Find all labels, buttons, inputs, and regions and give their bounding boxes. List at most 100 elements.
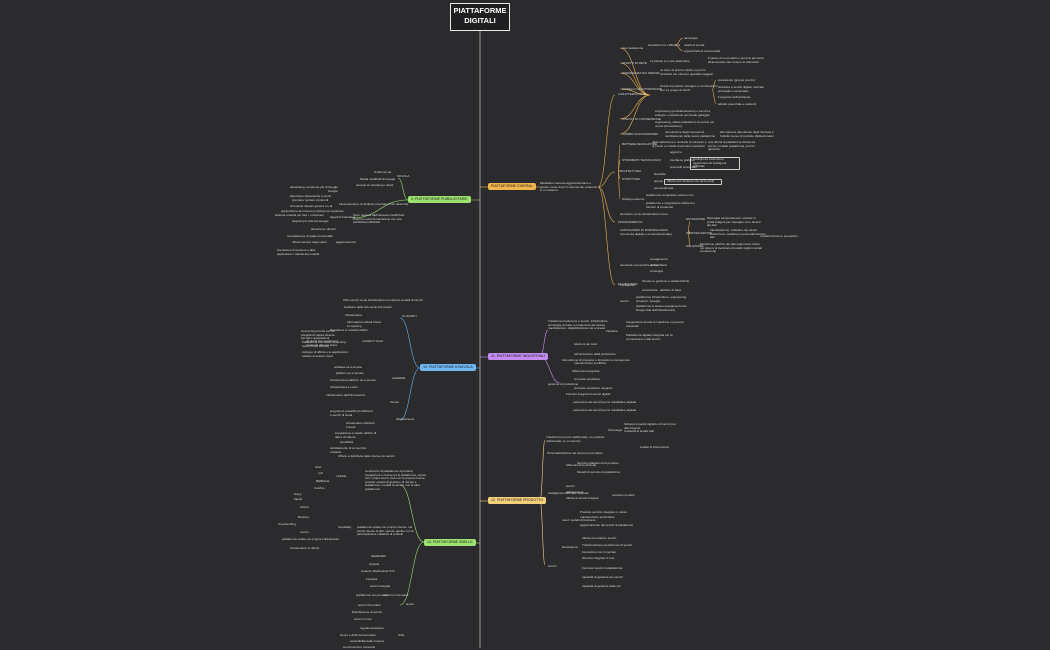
node-p9-4b[interactable]: targeting di sistema Google <box>292 219 329 223</box>
node-p12-5c[interactable]: aggiornamento dei servizi di piattaforme <box>580 523 634 527</box>
node-p12-4c[interactable]: offerte di servizi integrati <box>566 496 599 500</box>
node-c-str2[interactable]: STRUTTURA <box>622 177 641 181</box>
node-c-ab3[interactable]: una offerta di piattaforma chiusa tra pr… <box>708 140 756 152</box>
node-p10-3c[interactable]: infrastructure platform as a service <box>330 378 377 382</box>
node-p9-3d[interactable]: applicazione del consumo (attiva) per ap… <box>281 209 344 213</box>
node-p10-2c[interactable]: sviluppo di offerte e le applicazioni re… <box>302 350 348 358</box>
node-p10-1b[interactable]: Informazioni attuali Cloud Computing <box>347 320 381 328</box>
node-c-st3[interactable]: personalizzata <box>654 186 674 190</box>
node-p11-2b[interactable]: ottimizzazione della produzione <box>574 352 616 356</box>
node-p12-5a[interactable]: Prodotto servizio integrato in valore <box>580 510 628 514</box>
node-p13-5a[interactable]: servizi integrati <box>370 584 391 588</box>
node-c-f3b[interactable]: Estrazione (dell'IA) dei dati sugli uten… <box>700 242 762 254</box>
node-c-s2[interactable]: interfacce grafiche <box>670 158 695 162</box>
node-p13-3b[interactable]: piattaforme snelle con proprie infrastru… <box>282 537 340 541</box>
node-p13-5b[interactable]: piattaforme con prodotti <box>356 593 388 597</box>
node-c-svil3[interactable]: piattaforme e integrazione efficienti o … <box>646 201 695 209</box>
node-p13-2a[interactable]: Airbnb <box>300 505 309 509</box>
node-p12-6b[interactable]: Trasformazione prodotti rete di servizi <box>582 543 633 547</box>
node-c-e1[interactable]: a pagamento <box>650 257 668 261</box>
node-c-dip[interactable]: DIPENDENZA DAI SERVIZI <box>622 71 660 75</box>
node-p11-1a[interactable]: Industria <box>606 329 618 333</box>
node-p13-5e[interactable]: servizi in rete <box>354 617 372 621</box>
node-p10-2b[interactable]: gli utenti che producono contenuti dati … <box>306 339 338 347</box>
node-p10-3[interactable]: modelli IT cloud <box>362 339 383 343</box>
node-p13-4a[interactable]: TaskRabbit <box>371 554 386 558</box>
node-p12-7[interactable]: servizi <box>548 564 557 568</box>
node-p13-5c[interactable]: servizi di prodotti <box>358 603 381 607</box>
node-p10-5[interactable]: risorse <box>390 400 400 404</box>
node-p13-2c[interactable]: Couchsurfing <box>278 522 296 526</box>
node-c-fin2[interactable]: lanciatore come infrastruttura nuove <box>620 212 668 216</box>
node-p11-3d[interactable]: estensione dei servizi per la manifattur… <box>573 400 637 404</box>
node-p10-6c[interactable]: cambiamento di un servizio costante <box>330 446 367 454</box>
node-c-ab2[interactable]: della definizione e controllo di soluzio… <box>652 140 707 148</box>
topic-13-piattaforme-snelle[interactable]: 13. PIATTAFORME SNELLE <box>424 539 476 546</box>
node-p9-4a[interactable]: sistema prodotti per fare / i contenuti <box>275 213 324 217</box>
node-p13-6c[interactable]: sostenibilità delle imprese <box>350 639 385 643</box>
node-p10-6d[interactable]: Offerte e distribuite delle risorse più … <box>338 454 395 458</box>
node-p12-6a[interactable]: offerte di prodotti e servizi <box>582 536 617 540</box>
node-p13-1f[interactable]: Zipcar <box>294 497 303 501</box>
node-p13-4[interactable]: lavoro <box>406 602 415 606</box>
node-p10-desc[interactable]: Offre servizi come infrastruttura con di… <box>343 298 423 302</box>
node-c-f1b[interactable]: Raccoglie comportamenti, estratte in pro… <box>707 216 761 228</box>
node-c-vin3[interactable]: engineering, offerte piattaforme di serv… <box>655 120 715 128</box>
node-p13-6a[interactable]: regolamentazione <box>360 626 384 630</box>
node-c-e6[interactable]: attributo di base <box>660 288 682 292</box>
node-c-ab[interactable]: BATTERE REGOLATORE <box>622 142 658 146</box>
node-p13-1d[interactable]: Car2Go <box>314 486 325 490</box>
node-p9-6a[interactable]: attivazione ulteriori <box>311 227 337 231</box>
node-c-f3[interactable]: SOLUZIONE <box>686 244 704 248</box>
node-c-e2[interactable]: a rete offerta <box>650 263 667 267</box>
node-p13-desc[interactable]: evoluzione di piattaforme di prodotti, i… <box>365 469 427 491</box>
node-c-m3[interactable]: il supporto dell'ambiente <box>718 95 751 99</box>
node-c-fin[interactable]: FINANZIAMENTO <box>618 220 643 224</box>
node-p9-2[interactable]: Google <box>328 189 338 193</box>
node-p13-5[interactable]: servizi on demand <box>384 593 409 597</box>
node-c-mod2[interactable]: vincoli di prodotto interagire e combina… <box>660 84 718 92</box>
node-c-fin3[interactable]: CAPITALISMO DI SORVEGLIANZA (economia di… <box>620 228 672 236</box>
node-c-svil2[interactable]: piattaforme competitive esterno loro <box>646 193 694 197</box>
node-p11-2c[interactable]: manutenzione predittiva <box>574 361 606 365</box>
node-p12-4d[interactable]: soluzioni prodotti <box>612 493 635 497</box>
node-p9-6[interactable]: aggiornamento <box>336 240 357 244</box>
node-c-g1[interactable]: tecnologie <box>684 36 698 40</box>
node-p10-2a[interactable]: sicurezza più forte servizi integrati di… <box>301 329 335 341</box>
node-p12-1a[interactable]: Sviluppo prodotti digitali e di servizi … <box>624 422 676 430</box>
node-p11-3a[interactable]: processo produttivo <box>574 377 601 381</box>
node-c-cam3[interactable]: alternazione dipendente degli interessi … <box>720 130 774 138</box>
node-c-e8[interactable]: piattaforme lo stesso (svolgimento dei b… <box>636 304 687 312</box>
topic-11-piattaforme-industriali[interactable]: 11. PIATTAFORME INDUSTRIALI <box>488 353 549 360</box>
root-node[interactable]: PIATTAFORME DIGITALI <box>450 3 510 31</box>
node-c-eco1[interactable]: domande economiche di dati <box>620 263 659 267</box>
node-p10-3a[interactable]: software as a service <box>334 365 363 369</box>
node-p13-4c[interactable]: Amazon Mechanical Turk <box>361 569 395 573</box>
node-p13-2b[interactable]: Booking <box>298 515 309 519</box>
node-p13-4b[interactable]: Upwork <box>369 562 380 566</box>
node-p9-3c[interactable]: strumento rilevato genera 2 e la <box>290 204 333 208</box>
node-c-int[interactable]: intermediazione <box>622 46 644 50</box>
node-p12-4b[interactable]: abbonamenti <box>566 490 584 494</box>
node-p12-7c[interactable]: capacità di gestione dei servizi <box>582 575 623 579</box>
node-p11-3d[interactable]: estensione dei servizi per la manifattur… <box>573 408 637 412</box>
node-p10-1[interactable]: Gestione delle info utenti informatici <box>344 305 392 309</box>
node-p11-2d[interactable]: efficienza energetica <box>572 369 600 373</box>
node-p9-1c[interactable]: accessi ai mercati per utenti <box>356 183 394 187</box>
node-c-st1[interactable]: flessibile <box>654 172 666 176</box>
node-c-f1[interactable]: ESTRAZIONE <box>686 217 706 221</box>
node-p10-2[interactable]: CLOUDIFY <box>402 314 418 318</box>
topic-12-piattaforme-prodotto[interactable]: 12. PIATTAFORME PRODOTTO <box>488 497 547 504</box>
node-p10-1c[interactable]: Rivediamo in modelli tariffari <box>330 328 368 332</box>
node-p13-3c[interactable]: infrastrutture di offerte <box>290 546 320 550</box>
node-c-dip2[interactable]: un dono di prezzo ridotto a prezzo ricar… <box>660 68 714 76</box>
node-p13-2[interactable]: hospitality <box>338 525 352 529</box>
node-c-e7[interactable]: piattaforme infrastrutture, engineering … <box>636 295 687 303</box>
node-c-vin2[interactable]: engineering (quotidianamente) e servizi … <box>655 109 711 117</box>
node-p13-5d[interactable]: Distribuzione di servizi <box>352 610 382 614</box>
node-p13-3a[interactable]: servizi <box>300 530 309 534</box>
node-p12-4[interactable]: Intelligenza artificiale integrata <box>548 491 589 495</box>
node-c-vin[interactable]: VINCOLI DI CONVERSIONE <box>622 117 661 121</box>
node-p9-3a[interactable]: attenzione rilevamento e utenti <box>290 194 331 198</box>
node-c-mod[interactable]: MODELLO MULTIVERSIONE <box>622 87 662 91</box>
